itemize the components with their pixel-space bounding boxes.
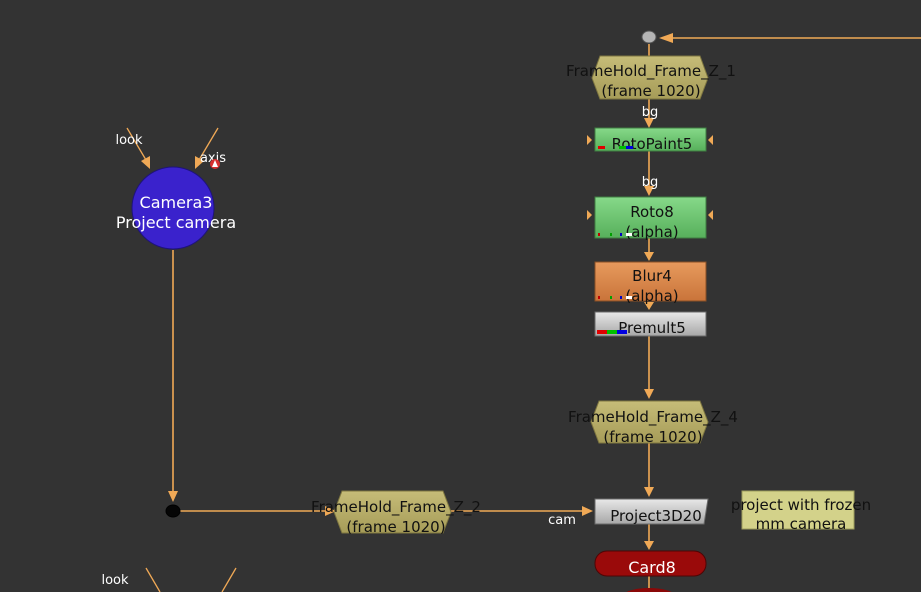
- rotopaint-node[interactable]: RotoPaint5: [587, 127, 713, 153]
- arrowhead: [659, 33, 673, 43]
- arrowhead: [582, 506, 593, 516]
- blur-name: Blur4: [632, 267, 672, 285]
- channel-indicator: [597, 330, 607, 334]
- channel-indicator: [598, 233, 600, 236]
- camera-label: Project camera: [116, 213, 236, 232]
- framehold2-name: FrameHold_Frame_Z_2: [311, 498, 481, 517]
- arrowhead: [644, 389, 654, 399]
- premult-name: Premult5: [618, 319, 686, 337]
- dot-node-bottom[interactable]: [165, 504, 181, 518]
- card-node[interactable]: Card8: [594, 550, 707, 577]
- camera-node[interactable]: Camera3 Project camera: [116, 166, 236, 250]
- axis-warning-icon: [210, 159, 220, 169]
- framehold1-detail: (frame 1020): [601, 82, 700, 100]
- arrowhead: [644, 302, 654, 310]
- channel-indicator: [626, 233, 632, 236]
- arrowhead: [325, 506, 336, 516]
- framehold2-detail: (frame 1020): [346, 518, 445, 536]
- channel-indicator: [619, 146, 626, 149]
- dot-node-top[interactable]: [641, 30, 657, 44]
- channel-indicator: [598, 296, 600, 299]
- arrowhead: [644, 541, 654, 550]
- roto-name: Roto8: [630, 203, 674, 221]
- edge-camera-axis: [198, 127, 219, 161]
- arrowhead: [644, 186, 654, 196]
- channel-indicator: [626, 296, 632, 299]
- edge-camera-look: [126, 127, 147, 161]
- blur-node[interactable]: Blur4 (alpha): [594, 261, 707, 305]
- channel-indicator: [598, 146, 605, 149]
- card-name: Card8: [628, 558, 676, 577]
- edge-camera2-look: [145, 567, 161, 592]
- input-label-look: look: [115, 133, 143, 148]
- blur-detail: (alpha): [625, 287, 678, 305]
- framehold1-name: FrameHold_Frame_Z_1: [566, 62, 736, 81]
- channel-indicator: [620, 233, 622, 236]
- input-arrow: [587, 135, 592, 145]
- roto-detail: (alpha): [625, 223, 678, 241]
- channel-indicator: [620, 296, 622, 299]
- framehold4-name: FrameHold_Frame_Z_4: [568, 408, 738, 427]
- sticky-note-line1: project with frozen: [731, 496, 871, 514]
- input-label-bg-1: bg: [642, 105, 659, 120]
- input-label-cam: cam: [548, 513, 576, 528]
- channel-indicator: [607, 330, 617, 334]
- next-node-partial[interactable]: [623, 588, 675, 592]
- arrowhead: [141, 156, 150, 169]
- input-arrow: [587, 210, 592, 220]
- sticky-note[interactable]: project with frozen mm camera: [731, 490, 871, 533]
- arrowhead: [168, 491, 178, 502]
- arrowhead: [195, 156, 204, 169]
- channel-indicator: [626, 146, 633, 149]
- channel-indicator: [617, 330, 627, 334]
- edge-camera2-axis: [221, 567, 237, 592]
- input-label-bg-2: bg: [642, 175, 659, 190]
- framehold4-detail: (frame 1020): [603, 428, 702, 446]
- mask-arrow: [708, 135, 713, 145]
- project3d-node[interactable]: Project3D20: [594, 498, 709, 525]
- arrowhead: [644, 118, 654, 128]
- premult-node[interactable]: Premult5: [594, 311, 707, 337]
- framehold-node-2[interactable]: FrameHold_Frame_Z_2 (frame 1020): [311, 490, 481, 536]
- framehold-node-4[interactable]: FrameHold_Frame_Z_4 (frame 1020): [568, 400, 738, 446]
- framehold-node-1[interactable]: FrameHold_Frame_Z_1 (frame 1020): [566, 55, 736, 100]
- mask-arrow: [708, 210, 713, 220]
- rotopaint-name: RotoPaint5: [612, 135, 693, 153]
- roto-node[interactable]: Roto8 (alpha): [587, 196, 713, 241]
- arrowhead: [644, 487, 654, 497]
- input-label-look-bottom: look: [101, 573, 129, 588]
- project3d-name: Project3D20: [610, 507, 702, 525]
- channel-indicator: [610, 296, 612, 299]
- camera-name: Camera3: [140, 193, 213, 212]
- channel-indicator: [610, 233, 612, 236]
- arrowhead: [644, 252, 654, 261]
- sticky-note-line2: mm camera: [756, 515, 847, 533]
